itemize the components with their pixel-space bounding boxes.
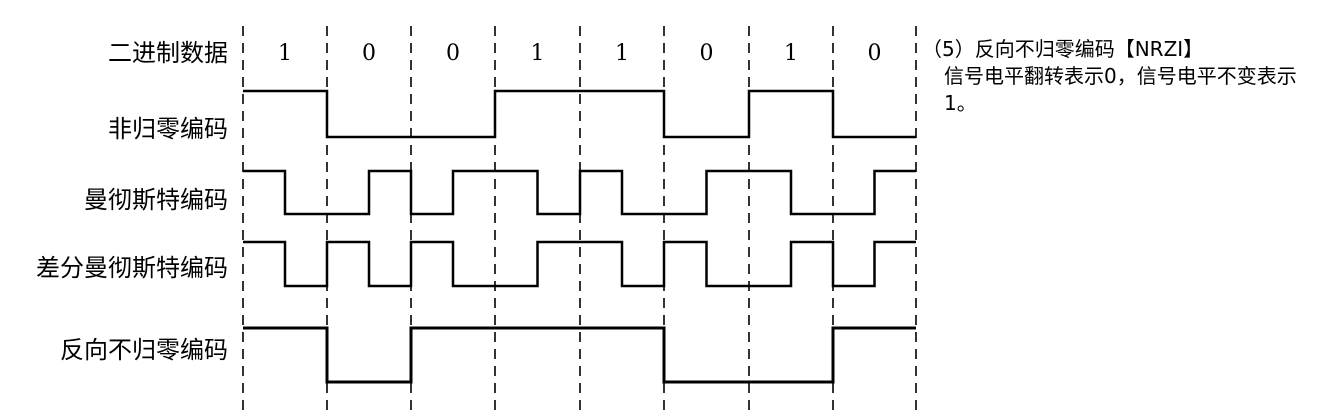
bit-value: 1 bbox=[615, 41, 629, 66]
row-label-nrzi: 反向不归零编码 bbox=[60, 336, 228, 364]
note-description: 信号电平翻转表示0，信号电平不变表示1。 bbox=[944, 64, 1297, 115]
bit-value: 0 bbox=[362, 41, 376, 66]
bit-value: 1 bbox=[784, 41, 798, 66]
row-label-manchester: 曼彻斯特编码 bbox=[84, 186, 228, 214]
bit-value: 0 bbox=[868, 41, 882, 66]
note-title: （5）反向不归零编码【NRZI】 bbox=[922, 37, 1204, 61]
manchester-waveform bbox=[243, 169, 916, 216]
bit-value: 0 bbox=[446, 41, 460, 66]
bit-value: 1 bbox=[531, 41, 545, 66]
row-label-differential-manchester: 差分曼彻斯特编码 bbox=[36, 254, 228, 282]
bit-value: 0 bbox=[700, 41, 714, 66]
bit-values: 1 0 0 1 1 0 1 0 bbox=[278, 41, 882, 66]
bit-value: 1 bbox=[278, 41, 292, 66]
nrzi-explanation: （5）反向不归零编码【NRZI】 信号电平翻转表示0，信号电平不变表示1。 bbox=[922, 36, 1322, 117]
row-label-nrz: 非归零编码 bbox=[108, 115, 228, 143]
nrz-waveform bbox=[243, 89, 916, 139]
nrzi-waveform bbox=[243, 326, 916, 384]
differential-manchester-waveform bbox=[243, 240, 916, 288]
bit-boundary-lines bbox=[242, 26, 917, 415]
row-label-binary-data: 二进制数据 bbox=[108, 39, 228, 67]
